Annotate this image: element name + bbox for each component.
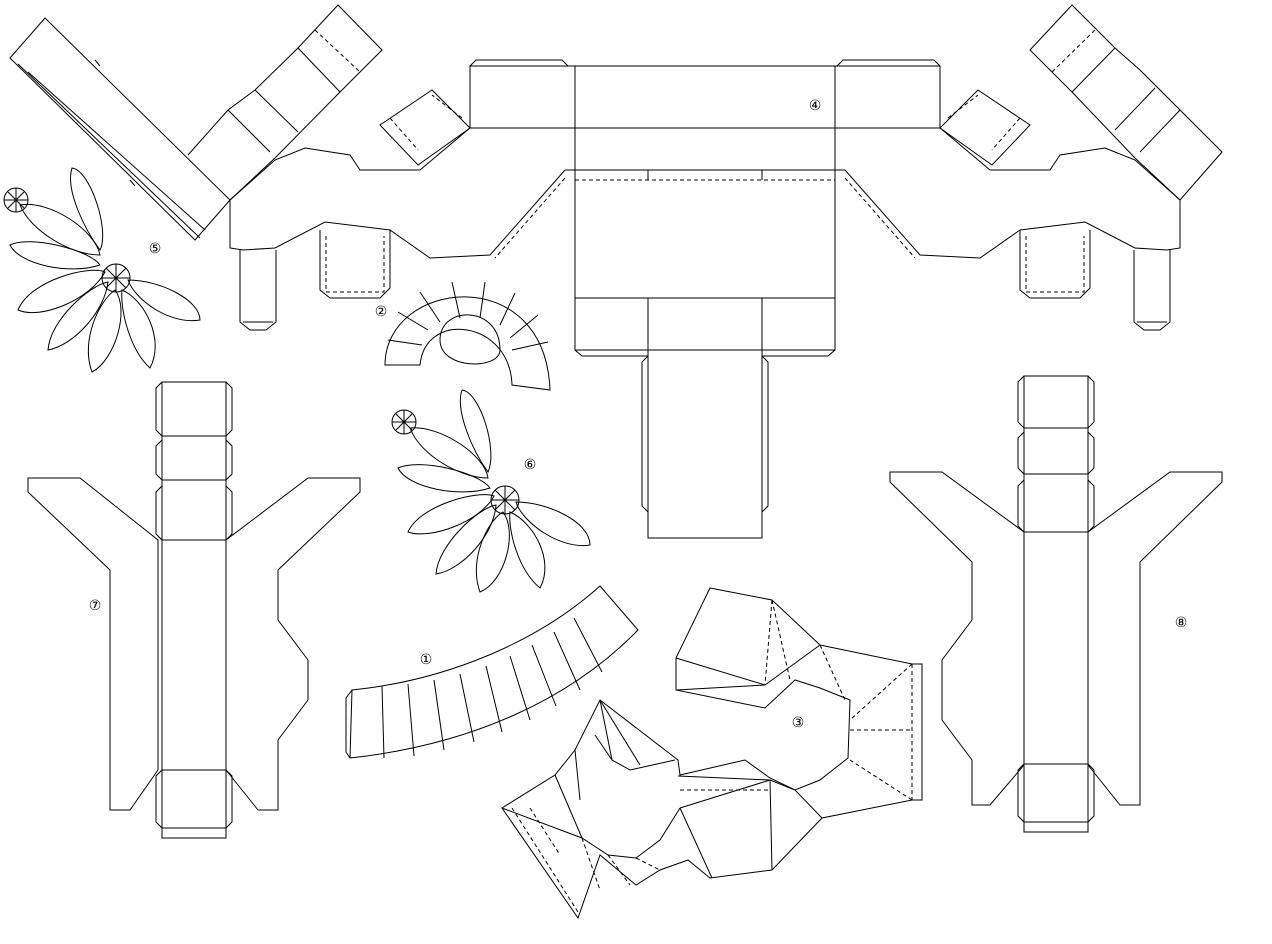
part-1-piece (345, 585, 639, 759)
label-part-8: ⑧ (1175, 615, 1188, 631)
label-part-2: ② (375, 304, 388, 320)
label-part-5: ⑤ (149, 241, 162, 257)
label-part-6: ⑥ (524, 457, 537, 473)
part-3-piece (501, 587, 923, 920)
label-part-4: ④ (809, 98, 822, 114)
label-part-7: ⑦ (89, 598, 102, 614)
part-7-piece (27, 381, 361, 839)
part-6-piece (391, 389, 591, 593)
part-4-piece (9, 4, 1223, 539)
label-part-3: ③ (792, 715, 805, 731)
label-part-1: ① (420, 652, 433, 668)
part-2-piece (384, 281, 551, 391)
part-8-piece (889, 375, 1223, 833)
part-5-piece (3, 167, 201, 373)
